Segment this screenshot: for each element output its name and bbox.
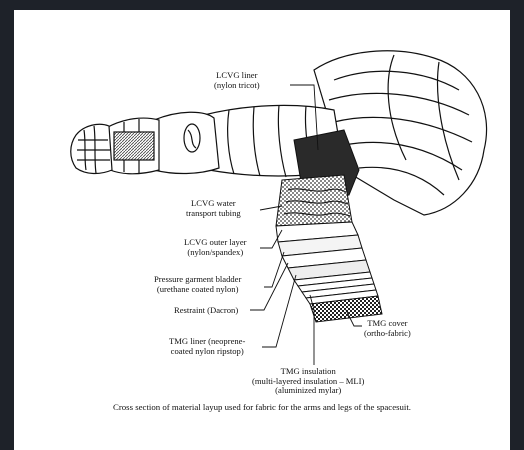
label-pressure-bladder: Pressure garment bladder (urethane coate…: [154, 275, 241, 294]
label-lcvg-liner: LCVG liner (nylon tricot): [214, 71, 260, 90]
label-restraint: Restraint (Dacron): [174, 306, 238, 316]
label-lcvg-outer-layer: LCVG outer layer (nylon/spandex): [184, 238, 247, 257]
figure-caption: Cross section of material layup used for…: [14, 402, 510, 412]
label-tmg-liner: TMG liner (neoprene- coated nylon ripsto…: [169, 337, 245, 356]
label-tmg-insulation: TMG insulation (multi-layered insulation…: [252, 367, 364, 396]
glove: [71, 112, 219, 174]
label-lcvg-water-tubing: LCVG water transport tubing: [186, 199, 241, 218]
diagram-sheet: LCVG liner (nylon tricot) LCVG water tra…: [14, 10, 510, 450]
layer-stack: [276, 175, 382, 322]
layer-water-tubing: [276, 175, 352, 226]
label-tmg-cover: TMG cover (ortho-fabric): [364, 319, 411, 338]
